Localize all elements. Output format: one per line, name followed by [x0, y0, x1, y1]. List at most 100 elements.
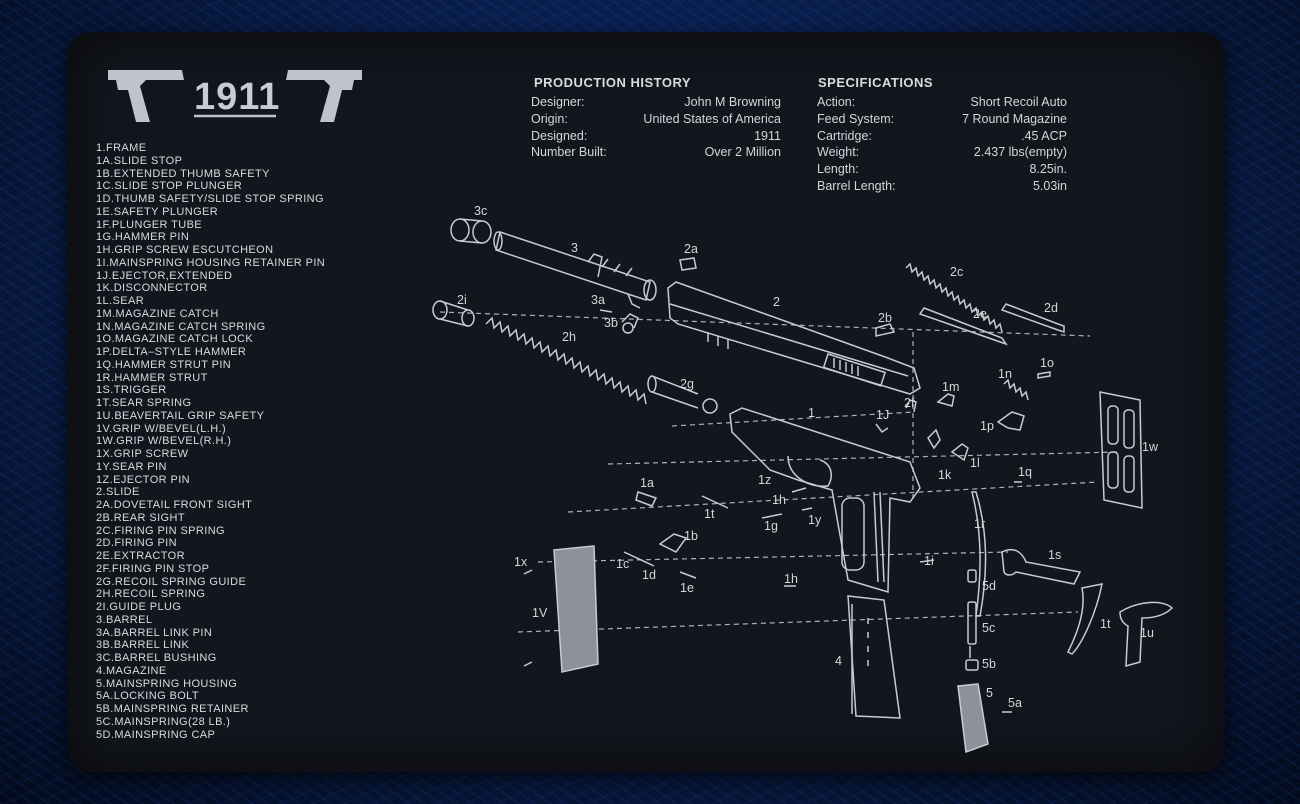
part-small-frame-parts: [875, 371, 1051, 462]
parts-list-item: 1.FRAME: [96, 142, 147, 154]
left-pistol-icon: [108, 70, 184, 122]
parts-list-item: 1X.GRIP SCREW: [96, 448, 189, 460]
info-value: 2.437 lbs(empty): [973, 145, 1067, 160]
part-beavertail: [1119, 601, 1174, 668]
part-number-label: 1y: [808, 513, 822, 527]
part-left-grip: [553, 545, 599, 673]
parts-list-item: 1Q.HAMMER STRUT PIN: [96, 358, 232, 371]
info-label: Weight:: [817, 145, 860, 160]
specifications-heading: SPECIFICATIONS: [818, 75, 934, 90]
part-number-label: 1a: [640, 476, 654, 490]
part-number-label: 2: [773, 295, 780, 309]
parts-list-item: 2G.RECOIL SPRING GUIDE: [96, 575, 247, 588]
info-value: 8.25in.: [1029, 162, 1067, 177]
parts-list-item: 1D.THUMB SAFETY/SLIDE STOP SPRING: [96, 193, 324, 205]
parts-list-item: 1K.DISCONNECTOR: [96, 282, 208, 295]
part-firing-pin: [1000, 303, 1065, 334]
parts-list-item: 1H.GRIP SCREW ESCUTCHEON: [96, 244, 274, 256]
part-number-label: 1w: [1142, 440, 1159, 454]
part-firing-pin-spring: [905, 262, 1003, 333]
part-number-label: 1o: [1040, 356, 1054, 370]
parts-list-item: 2H.RECOIL SPRING: [96, 588, 206, 601]
info-value: John M Browning: [684, 95, 781, 109]
part-number-label: 2h: [562, 330, 576, 344]
parts-list-item: 2B.REAR SIGHT: [96, 511, 185, 524]
part-number-label: 1x: [514, 555, 528, 569]
parts-list-item: 3C.BARREL BUSHING: [96, 652, 217, 664]
info-row: Designer: John M Browning: [531, 95, 781, 109]
part-number-label: 2e: [973, 307, 987, 321]
info-value: Short Recoil Auto: [970, 95, 1067, 109]
part-number-label: 2c: [950, 265, 963, 279]
production-history-heading: PRODUCTION HISTORY: [534, 75, 692, 90]
part-number-label: 2f: [904, 396, 915, 410]
part-number-label: 1b: [684, 529, 698, 543]
part-number-label: 1J: [876, 408, 889, 422]
parts-list-item: 2F.FIRING PIN STOP: [96, 562, 210, 575]
part-hammer-strut: [971, 491, 987, 617]
part-front-sight: [679, 257, 697, 271]
parts-list-item: 2C.FIRING PIN SPRING: [96, 524, 226, 537]
part-number-label: 1l: [970, 456, 980, 470]
part-frame: [729, 407, 921, 594]
part-number-label: 1r: [974, 517, 985, 531]
part-number-label: 1e: [680, 581, 694, 595]
part-number-label: 2g: [680, 377, 694, 391]
info-row: Action:Short Recoil Auto: [817, 95, 1067, 109]
part-number-label: 1t: [704, 507, 715, 521]
parts-list-item: 1B.EXTENDED THUMB SAFETY: [96, 167, 270, 180]
info-label: Cartridge:: [817, 128, 872, 143]
info-label: Feed System:: [817, 111, 895, 126]
parts-list-item: 2.SLIDE: [96, 486, 140, 499]
info-row: Length:8.25in.: [817, 162, 1067, 176]
parts-list-item: 5A.LOCKING BOLT: [96, 690, 199, 703]
part-number-label: 3a: [591, 293, 605, 307]
info-value: .45 ACP: [1021, 128, 1067, 143]
part-guide-plug: [432, 300, 475, 327]
parts-list-item: 1S.TRIGGER: [96, 384, 167, 397]
parts-list-item: 1U.BEAVERTAIL GRIP SAFETY: [96, 409, 265, 422]
parts-list-item: 1O.MAGAZINE CATCH LOCK: [96, 333, 254, 346]
parts-list-item: 1J.EJECTOR,EXTENDED: [96, 269, 233, 282]
parts-list-item: 1I.MAINSPRING HOUSING RETAINER PIN: [96, 256, 326, 269]
info-label: Number Built:: [531, 145, 607, 160]
parts-list-item: 5.MAINSPRING HOUSING: [96, 677, 238, 690]
part-small-pins: [523, 487, 1012, 713]
info-row: Designed:1911: [531, 129, 781, 143]
parts-list-item: 1T.SEAR SPRING: [96, 397, 192, 409]
part-extractor: [918, 307, 1008, 346]
info-label: Designer:: [531, 95, 585, 109]
part-number-label: 3: [571, 241, 578, 255]
info-row: Origin:United States of America: [531, 112, 781, 126]
part-number-label: 2d: [1044, 301, 1058, 315]
part-number-label: 1h: [784, 572, 798, 586]
parts-list-item: 1W.GRIP W/BEVEL(R.H.): [96, 435, 232, 448]
parts-list-item: 1L.SEAR: [96, 295, 145, 307]
part-number-label: 1g: [764, 519, 778, 533]
logo-pistols: [108, 70, 362, 122]
parts-list-item: 1N.MAGAZINE CATCH SPRING: [96, 320, 266, 333]
parts-list-item: 1F.PLUNGER TUBE: [96, 218, 203, 231]
part-recoil-spring: [485, 316, 647, 405]
parts-list-item: 1A.SLIDE STOP: [96, 154, 183, 167]
info-value: United States of America: [643, 111, 781, 126]
part-number-label: 2a: [684, 242, 698, 256]
info-row: Number Built: Over 2 Million: [531, 145, 781, 159]
part-number-label: 1h: [772, 493, 786, 507]
part-number-label: 5a: [1008, 696, 1022, 710]
exploded-diagram: 123453c2a2c2i3a3b2b2e2d2h1o2g1n1m2f1J1p1…: [432, 204, 1174, 754]
part-number-label: 1s: [1048, 548, 1061, 562]
part-number-label: 1d: [642, 568, 656, 582]
parts-list-item: 3A.BARREL LINK PIN: [96, 626, 213, 639]
parts-list-item: 1Z.EJECTOR PIN: [96, 473, 191, 486]
parts-list-item: 5B.MAINSPRING RETAINER: [96, 703, 249, 715]
parts-list-item: 1V.GRIP W/BEVEL(L.H.): [96, 422, 227, 435]
part-barrel-bushing: [450, 218, 492, 244]
parts-list-item: 1R.HAMMER STRUT: [96, 371, 208, 384]
right-pistol-icon: [286, 70, 362, 122]
part-number-label: 1q: [1018, 465, 1032, 479]
info-value: Over 2 Million: [704, 145, 781, 160]
part-barrel-link: [599, 309, 639, 334]
part-number-label: 5d: [982, 579, 996, 593]
